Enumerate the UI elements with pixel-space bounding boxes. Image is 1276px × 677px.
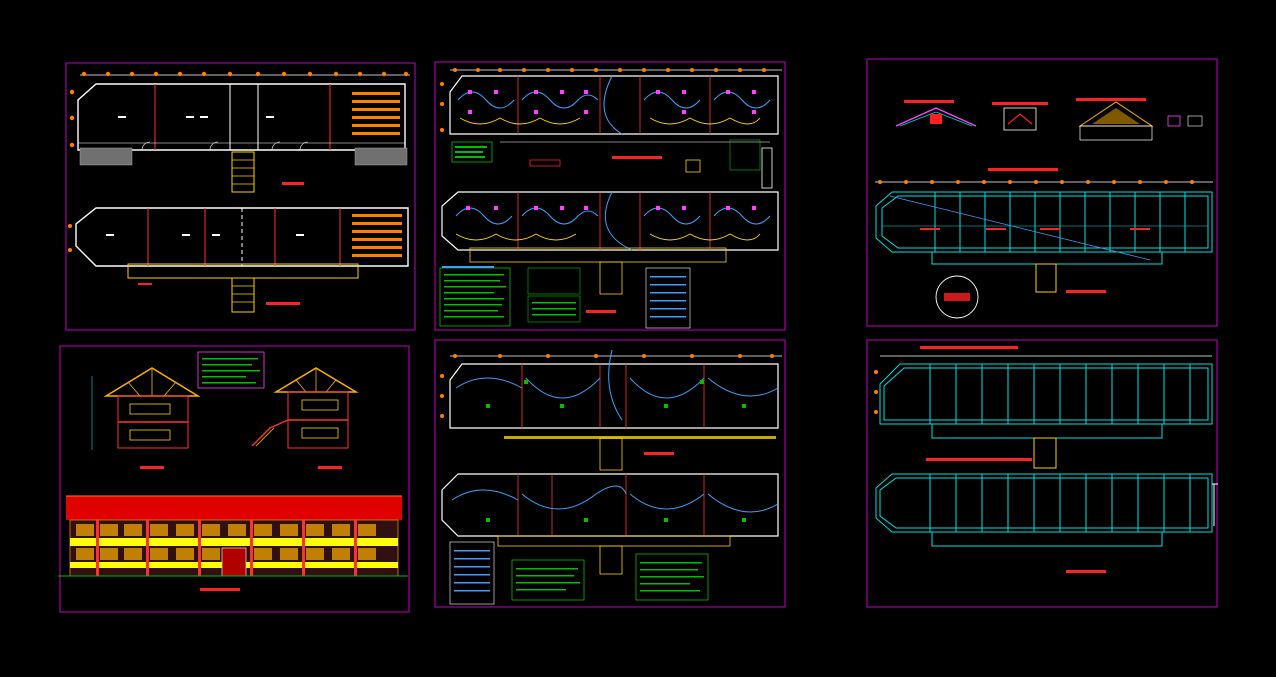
floor-plan-lower — [68, 207, 409, 313]
foundation-plan-lower — [875, 473, 1218, 547]
cross-section-b — [251, 367, 359, 469]
axis-bubbles — [874, 370, 878, 414]
sheet-foundation-plans[interactable] — [866, 339, 1218, 608]
axis-bubbles — [440, 68, 766, 132]
sheet-border — [434, 339, 786, 608]
sheet-border — [434, 61, 786, 331]
axis-bubbles — [878, 180, 1194, 184]
truss-details — [895, 98, 1203, 141]
outlet-plan-lower — [441, 473, 779, 575]
lighting-legends — [439, 266, 691, 329]
cross-section-a — [91, 367, 201, 469]
floor-plan-upper — [77, 83, 408, 193]
foundation-plan-upper — [879, 363, 1213, 469]
sheet-border — [65, 62, 416, 331]
sheet-border — [866, 58, 1218, 327]
detail-callout — [935, 275, 979, 319]
main-elevation — [58, 495, 408, 591]
sheet-border — [59, 345, 410, 613]
sheet-lighting-plans[interactable] — [434, 61, 786, 331]
lighting-plan-lower — [441, 191, 779, 295]
axis-bubbles — [69, 71, 409, 148]
outlet-legends — [449, 541, 709, 605]
axis-bubbles — [440, 354, 774, 418]
sheet-sections-elevation[interactable] — [58, 345, 410, 613]
sheet-outlet-plans[interactable] — [434, 339, 786, 608]
sheet-border — [866, 339, 1218, 608]
sheet-architecture-plans[interactable] — [65, 62, 416, 331]
outlet-plan-upper — [449, 349, 779, 471]
sheet-roof-structure[interactable] — [866, 58, 1218, 327]
roof-framing-plan — [875, 191, 1213, 293]
lighting-plan-upper — [449, 75, 779, 189]
